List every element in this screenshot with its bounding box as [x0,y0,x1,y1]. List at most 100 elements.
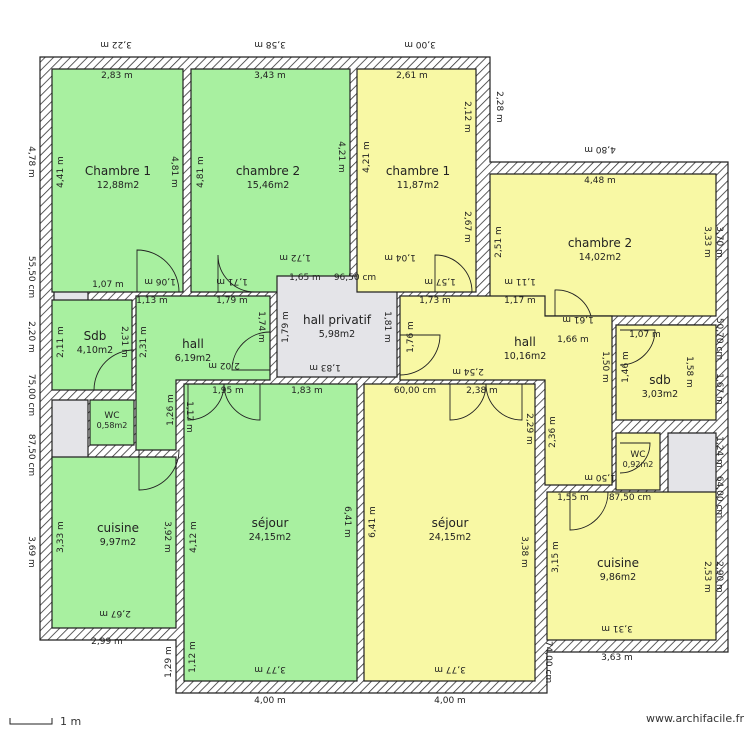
dimension-label: 1,65 m [289,273,321,283]
dimension-label: 2,12 m [462,101,472,133]
dimension-label: 2,67 m [99,608,131,618]
room-area: 0,92m2 [623,460,654,469]
dimension-label: 4,00 m [254,696,286,706]
door-swing [93,349,135,391]
dimension-label: 2,90 m [714,561,724,593]
room-cuisine [51,456,177,629]
dimension-label: 2,51 m [494,226,504,258]
room-wc [615,432,661,491]
dimension-label: 1,55 m [557,493,589,503]
dimension-label: 3,43 m [254,71,286,81]
dimension-label: 4,00 m [434,696,466,706]
room-name: séjour [432,516,469,530]
dimension-label: 2,02 m [208,360,240,370]
room-chambre-2 [489,173,717,317]
dimension-label: 1,79 m [281,311,291,343]
dimension-label: 1,11 m [504,276,536,286]
dimension-label: 1,74 m [256,311,266,343]
dimension-label: 87,50 cm [609,493,651,503]
dimension-label: 75,00 cm [26,374,36,416]
dimension-label: 3,33 m [702,226,712,258]
dimension-label: 3,77 m [434,664,466,674]
dimension-label: 74,00 cm [543,641,553,683]
dimension-label: 1,66 m [557,335,589,345]
door-swing [569,491,609,531]
dimension-label: 2,53 m [702,561,712,593]
door-swing [449,383,523,421]
dimension-label: 3,22 m [100,39,132,49]
dimension-label: 1,07 m [92,280,124,290]
dimension-label: 1,13 m [136,296,168,306]
dimension-label: 2,29 m [524,413,534,445]
door-swing [136,249,180,293]
room-name: Chambre 1 [85,164,151,178]
dimension-label: 1,72 m [279,252,311,262]
room-wc [89,399,135,446]
room-area: 9,97m2 [100,537,136,548]
dimension-label: 3,63 m [601,653,633,663]
dimension-label: 2,67 m [462,211,472,243]
room-area: 3,03m2 [642,389,678,400]
dimension-label: 4,48 m [584,176,616,186]
room-name: chambre 2 [568,236,632,250]
dimension-label: 2,38 m [466,386,498,396]
room-name: chambre 2 [236,164,300,178]
room-name: hall privatif [303,313,372,327]
dimension-label: 4,78 m [26,146,36,178]
scale-bar: 1 m [9,715,81,728]
dimension-label: 4,81 m [196,156,206,188]
scale-label: 1 m [60,715,81,728]
dimension-label: 4,12 m [189,521,199,553]
room-cuisine [546,491,717,641]
dimension-label: 1,81 m [382,311,392,343]
room-area: 15,46m2 [247,180,290,191]
room-chambre-1 [51,68,184,293]
dimension-label: 3,70 m [714,226,724,258]
room-area: 24,15m2 [249,532,292,543]
door-swing [619,442,651,474]
dimension-label: 1,17 m [504,296,536,306]
room-area: 0,58m2 [97,421,128,430]
dimension-label: 2,28 m [494,91,504,123]
dimension-label: 1,50 m [584,472,616,482]
fixture-area [51,399,89,461]
door-swing [554,289,592,317]
dimension-label: 4,41 m [56,156,66,188]
dimension-label: 3,33 m [56,521,66,553]
room-name: séjour [252,516,289,530]
dimension-label: 1,17 m [184,401,194,433]
dimension-label: 1,95 m [212,386,244,396]
dimension-label: 4,80 m [584,144,616,154]
door-swing [217,254,256,293]
dimension-label: 1,67 m [714,373,724,405]
dimension-label: 1,50 m [600,351,610,383]
dimension-label: 3,00 m [404,39,436,49]
room-area: 9,86m2 [600,572,636,583]
room-area: 14,02m2 [579,252,622,263]
room-area: 24,15m2 [429,532,472,543]
door-swing [187,383,261,421]
room-name: Sdb [84,329,107,343]
dimension-label: 3,38 m [519,536,529,568]
dimension-label: 4,21 m [336,141,346,173]
dimension-label: 4,21 m [362,141,372,173]
dimension-label: 2,31 m [119,326,129,358]
dimension-label: 1,06 m [144,276,176,286]
dimension-label: 87,50 cm [26,434,36,476]
door-swing [231,331,271,371]
room-séjour [363,383,536,682]
dimension-label: 6,41 m [342,506,352,538]
dimension-label: 1,46 m [621,351,631,383]
dimension-label: 2,54 m [452,366,484,376]
room-séjour [183,383,358,682]
dimension-label: 60,00 cm [394,386,436,396]
dimension-label: 1,58 m [684,356,694,388]
door-swing [434,254,473,293]
dimension-label: 1,04 m [384,252,416,262]
room-name: hall [182,337,204,351]
dimension-label: 3,92 m [162,521,172,553]
dimension-label: 1,12 m [188,641,198,673]
dimension-label: 1,71 m [216,276,248,286]
dimension-label: 1,79 m [216,296,248,306]
